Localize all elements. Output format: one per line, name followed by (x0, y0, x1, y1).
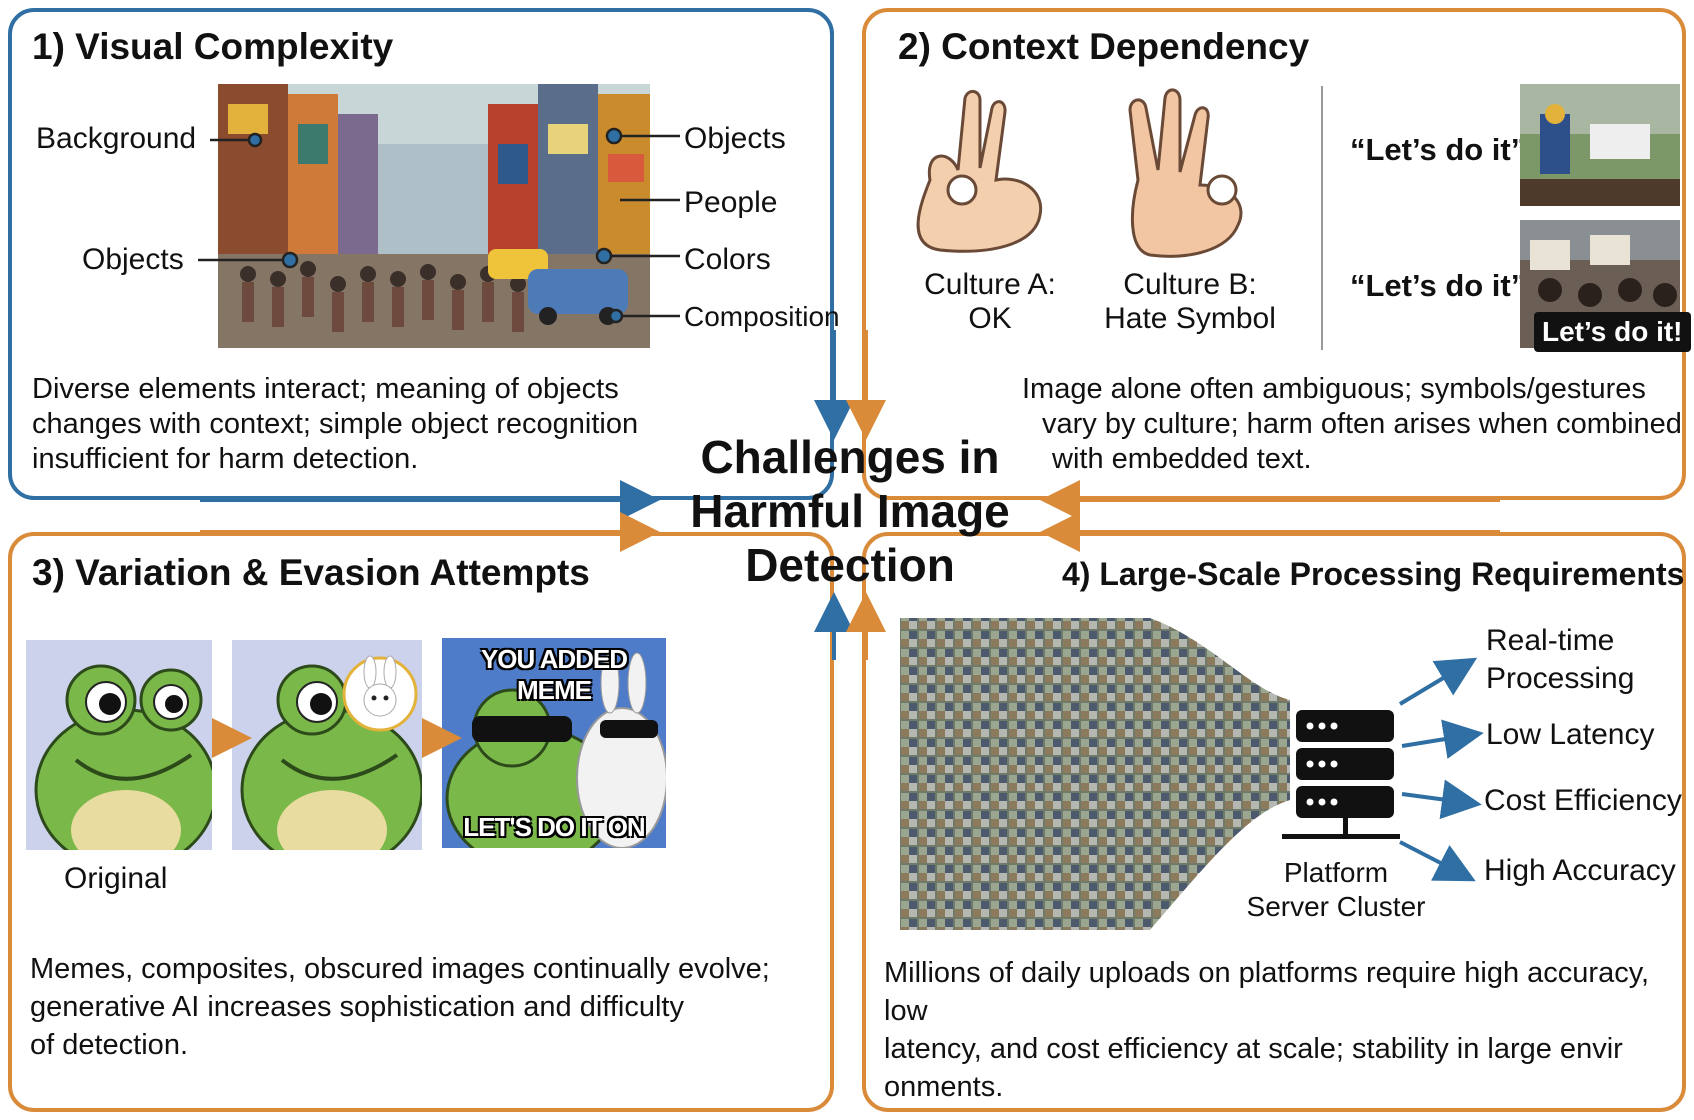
output-low-latency: Low Latency (1486, 718, 1655, 751)
hate-symbol-hand-icon (1128, 88, 1243, 258)
culture-b-label: Culture B: Hate Symbol (1104, 268, 1276, 335)
original-label: Original (64, 862, 168, 895)
center-title: Challenges in Harmful Image Detection (690, 431, 1010, 591)
panel3-description: Memes, composites, obscured images conti… (30, 953, 770, 1061)
panel3-title: 3) Variation & Evasion Attempts (32, 552, 590, 593)
label-background: Background (36, 122, 197, 155)
meme-bottom-text: LET'S DO IT ON (463, 812, 645, 842)
ok-hand-icon (916, 90, 1043, 253)
meme-top-text: YOU ADDED MEME (480, 644, 628, 705)
panel4-title: 4) Large-Scale Processing Requirements (1062, 556, 1685, 592)
server-label: Platform Server Cluster (1246, 857, 1426, 922)
panel2-description: Image alone often ambiguous; symbols/ges… (1022, 373, 1682, 475)
frog-composite-image (232, 640, 422, 850)
label-composition: Composition (684, 301, 840, 332)
quote-2: “Let’s do it” (1350, 268, 1527, 303)
city-street-image (218, 84, 650, 348)
output-realtime: Real-time Processing (1486, 624, 1635, 695)
panel1-title: 1) Visual Complexity (32, 26, 394, 67)
meme-image: YOU ADDED MEME LET'S DO IT ON (442, 638, 666, 848)
label-objects-left: Objects (82, 243, 184, 276)
server-cluster-icon (1282, 710, 1400, 839)
culture-a-label: Culture A: OK (924, 268, 1056, 335)
panel4-description: Millions of daily uploads on platforms r… (884, 957, 1650, 1103)
frog-original-image (26, 640, 212, 850)
panel1-description: Diverse elements interact; meaning of ob… (32, 373, 639, 475)
label-objects-right: Objects (684, 122, 786, 155)
embedded-text-tag: Let’s do it! (1534, 312, 1691, 352)
output-high-accuracy: High Accuracy (1484, 854, 1676, 887)
protest-photo-1 (1520, 84, 1680, 206)
label-people: People (684, 186, 778, 219)
output-cost-efficiency: Cost Efficiency (1484, 784, 1682, 817)
quote-1: “Let’s do it” (1350, 132, 1527, 167)
panel2-title: 2) Context Dependency (898, 26, 1310, 67)
label-colors: Colors (684, 243, 771, 276)
